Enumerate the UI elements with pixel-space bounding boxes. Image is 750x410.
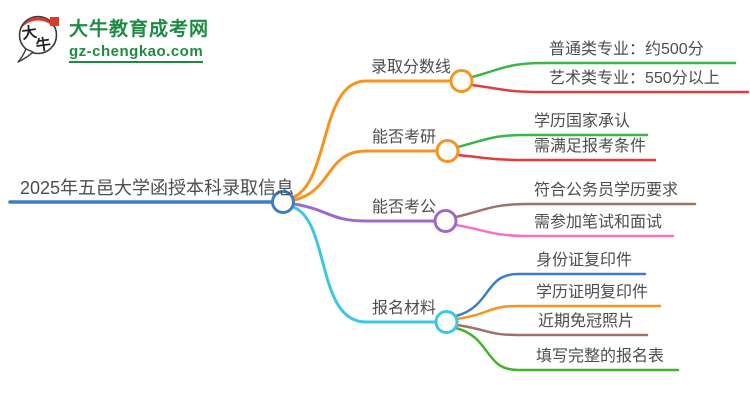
logo-text-block: 大牛教育成考网 gz-chengkao.com: [69, 14, 209, 63]
leaf-line-art-major: [470, 83, 750, 94]
leaf-label-photo: 近期免冠照片: [538, 313, 635, 330]
root-node-label: 2025年五邑大学函授本科录取信息: [20, 178, 295, 198]
logo-bubble-mark: 大 牛: [14, 12, 62, 64]
branch-circle-postgrad: [435, 139, 460, 163]
leaf-line-civil-requirement: [454, 202, 697, 219]
leaf-label-art-major: 艺术类专业：550分以上: [549, 70, 720, 87]
branch-circle-scores: [449, 69, 474, 93]
leaf-line-degree-recognized: [456, 133, 649, 149]
logo-site-url: gz-chengkao.com: [69, 43, 204, 63]
leaf-label-written-interview: 需参加笔试和面试: [534, 214, 663, 231]
leaf-label-id-copy: 身份证复印件: [536, 252, 633, 269]
leaf-line-form: [454, 326, 680, 372]
leaf-line-id-copy: [454, 272, 647, 318]
logo-seal: [50, 17, 59, 26]
leaf-line-written-interview: [454, 223, 675, 238]
site-logo: 大 牛 大牛教育成考网 gz-chengkao.com: [14, 12, 209, 64]
branch-circle-materials: [434, 310, 459, 334]
leaf-line-diploma-copy: [455, 304, 662, 321]
leaf-label-exam-conditions: 需满足报考条件: [534, 138, 647, 155]
leaf-line-exam-conditions: [456, 153, 657, 162]
branch-circle-civil-service: [433, 209, 458, 233]
branch-line-postgrad: [292, 149, 439, 202]
leaf-label-degree-recognized: 学历国家承认: [534, 113, 631, 130]
branch-line-scores: [292, 79, 452, 199]
leaf-line-general-major: [470, 61, 737, 79]
leaf-label-general-major: 普通类专业：约500分: [549, 41, 704, 58]
leaf-line-photo: [455, 323, 649, 337]
branch-line-civil-service: [292, 202, 437, 223]
branch-label-materials: 报名材料: [372, 300, 437, 317]
root-node-circle: [271, 190, 295, 214]
leaf-label-diploma-copy: 学历证明复印件: [536, 284, 649, 301]
logo-site-name: 大牛教育成考网: [69, 18, 210, 40]
logo-char-niu: 牛: [35, 35, 52, 55]
branch-label-postgrad: 能否考研: [372, 129, 437, 146]
logo-bubble-icon: 大 牛: [17, 15, 59, 63]
leaf-label-form: 填写完整的报名表: [536, 348, 665, 365]
leaf-label-civil-requirement: 符合公务员学历要求: [534, 182, 679, 199]
branch-label-scores: 录取分数线: [371, 59, 452, 76]
branch-line-materials: [291, 205, 438, 324]
logo-char-da: 大: [21, 23, 38, 43]
branch-label-civil-service: 能否考公: [372, 199, 437, 216]
